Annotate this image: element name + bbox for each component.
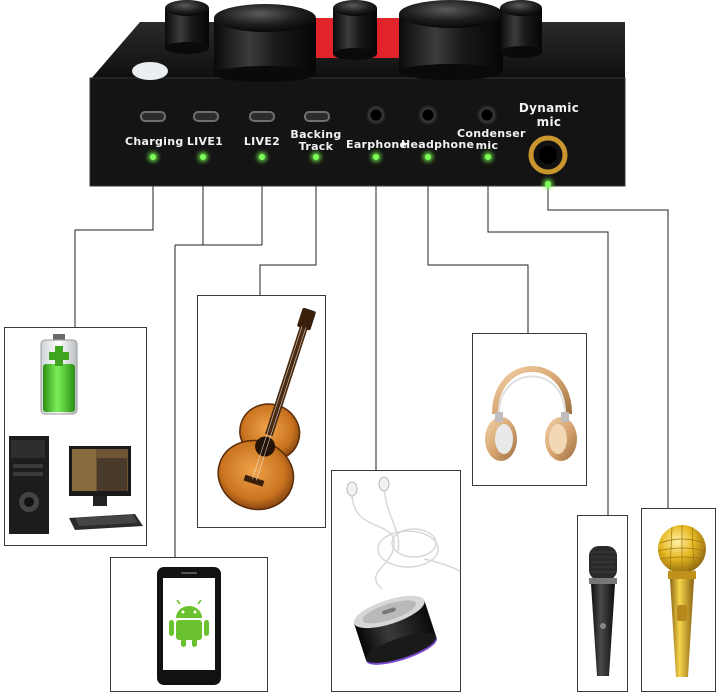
live1-label: LIVE1 xyxy=(186,135,224,148)
headphone-jack xyxy=(418,105,438,125)
live2-led xyxy=(259,154,265,160)
line-backing xyxy=(259,160,317,295)
headphones-icon xyxy=(485,366,577,461)
earphones-icon xyxy=(346,476,461,590)
backing-line2: Track xyxy=(298,140,334,153)
white-button xyxy=(132,62,168,80)
backing-track-box xyxy=(197,295,326,528)
sound-card-device xyxy=(89,0,626,187)
earphone-label: Earphone xyxy=(346,138,408,151)
acoustic-guitar-icon xyxy=(217,307,316,511)
charging-device-box xyxy=(4,327,147,546)
backing-track-label: Backing Track xyxy=(290,129,342,153)
condenser-line1: Condenser xyxy=(457,127,526,140)
android-phone-icon xyxy=(157,567,221,685)
backing-line1: Backing xyxy=(290,128,342,141)
line-headphone xyxy=(427,160,529,333)
live2-port xyxy=(249,111,275,122)
earphone-box xyxy=(331,470,461,692)
charging-label: Charging xyxy=(125,135,184,148)
live2-label: LIVE2 xyxy=(243,135,281,148)
condenser-mic-jack xyxy=(477,105,497,125)
headphone-label: Headphone xyxy=(401,138,475,151)
desktop-computer-icon xyxy=(9,436,143,534)
dynamic-line2: mic xyxy=(536,115,562,129)
charging-port xyxy=(140,111,166,122)
condenser-mic-label: Condenser mic xyxy=(457,127,526,152)
live1-led xyxy=(200,154,206,160)
condenser-mic-box xyxy=(577,515,628,692)
headphone-led xyxy=(425,154,431,160)
dynamic-microphone-icon xyxy=(589,546,617,676)
earphone-led xyxy=(373,154,379,160)
headphone-box xyxy=(472,333,587,486)
charging-led xyxy=(150,154,156,160)
dynamic-line1: Dynamic xyxy=(518,101,580,115)
backing-track-led xyxy=(313,154,319,160)
battery-icon xyxy=(40,334,78,415)
condenser-line2: mic xyxy=(475,139,499,152)
gold-microphone-icon xyxy=(657,525,707,677)
live1-port xyxy=(193,111,219,122)
dynamic-mic-label: Dynamic mic xyxy=(514,101,584,129)
line-charging xyxy=(74,160,154,327)
phone-box xyxy=(110,557,268,692)
earphone-jack xyxy=(366,105,386,125)
dynamic-mic-box xyxy=(641,508,716,692)
line-dynamic xyxy=(547,185,669,508)
dynamic-mic-led xyxy=(545,181,551,187)
bluetooth-speaker-icon xyxy=(353,595,437,665)
condenser-mic-led xyxy=(485,154,491,160)
backing-track-port xyxy=(304,111,330,122)
line-condenser xyxy=(487,160,609,515)
